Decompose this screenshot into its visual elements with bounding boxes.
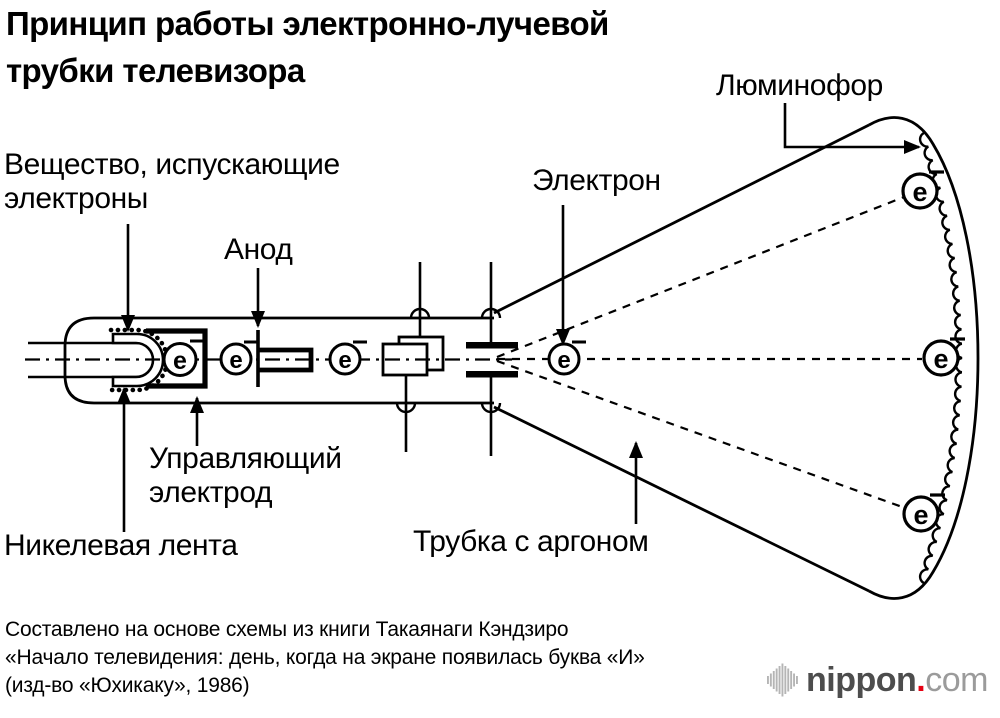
nippon-logo-mark-icon	[767, 663, 798, 697]
logo-dot: .	[916, 661, 926, 699]
electron-symbol-gun-3: e	[328, 340, 367, 376]
deflection-bar-top	[466, 342, 518, 349]
cone-wall-lower	[493, 405, 870, 593]
nickel-ribbon-cathode	[111, 332, 165, 388]
label-emitter-substance: Вещество, испускающие электроны	[4, 148, 340, 215]
source-note-line3: (изд-во «Юхикаку», 1986)	[5, 674, 250, 697]
source-note-line2: «Начало телевидения: день, когда на экра…	[5, 646, 645, 669]
electron-symbol-screen-bottom: e	[902, 493, 945, 533]
source-note: Составлено на основе схемы из книги Така…	[5, 616, 645, 700]
electron-e: e	[933, 344, 948, 374]
nippon-logo-text: nippon.com	[806, 660, 988, 700]
page-title: Принцип работы электронно-лучевой трубки…	[6, 0, 609, 94]
electron-e: e	[173, 347, 187, 375]
electron-e: e	[912, 177, 927, 207]
electron-symbol-gun-1: e	[162, 339, 204, 377]
electron-symbol-cone: e	[547, 340, 586, 376]
deflection-bar-bottom	[466, 371, 518, 378]
label-electron: Электрон	[532, 164, 661, 197]
electron-symbol-screen-middle: e	[922, 337, 965, 377]
electron-symbol: e e e e e	[162, 170, 965, 533]
label-argon-tube: Трубка с аргоном	[413, 525, 649, 558]
logo-brand: nippon	[806, 661, 917, 699]
beam-ray-bottom	[496, 359, 906, 510]
page-title-line1: Принцип работы электронно-лучевой	[6, 5, 609, 42]
electron-symbol-gun-2: e	[219, 340, 258, 376]
anode-fork	[258, 347, 314, 373]
nippon-logo: nippon.com	[767, 660, 988, 700]
beam-ray-top	[496, 195, 905, 359]
screen-outline	[868, 116, 980, 600]
phosphor-scallops	[918, 131, 963, 585]
label-control-electrode: Управляющий электрод	[149, 442, 342, 509]
phosphor-arrow	[783, 103, 921, 154]
page-title-line2: трубки телевизора	[6, 52, 305, 89]
label-nickel-ribbon: Никелевая лента	[4, 529, 238, 562]
electron-symbol-screen-top: e	[901, 170, 944, 210]
electron-e: e	[913, 500, 928, 530]
source-note-line1: Составлено на основе схемы из книги Така…	[5, 618, 569, 641]
label-phosphor: Люминофор	[716, 69, 883, 102]
cone-wall-upper	[493, 123, 870, 315]
electron-e: e	[229, 347, 242, 374]
logo-tld: com	[925, 661, 988, 699]
electron-e: e	[338, 347, 351, 374]
label-anode: Анод	[224, 233, 293, 266]
electron-e: e	[557, 347, 570, 374]
